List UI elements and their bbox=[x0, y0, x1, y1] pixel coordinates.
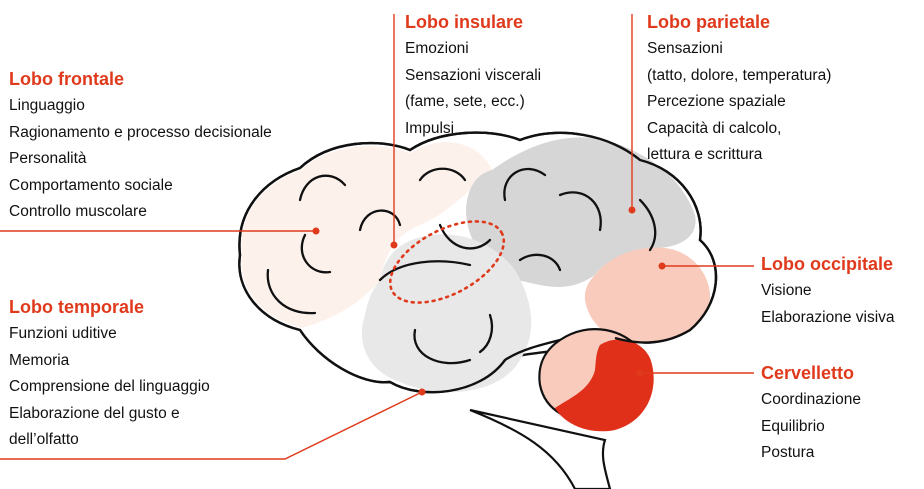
cerebellum-function-item: Coordinazione bbox=[761, 391, 861, 408]
insular-lobe-marker bbox=[388, 220, 506, 304]
frontal-function-item: Comportamento sociale bbox=[9, 176, 173, 194]
leader-lines bbox=[0, 14, 754, 460]
insular-dot bbox=[390, 241, 398, 249]
insular-function-item: (fame, sete, ecc.) bbox=[405, 93, 525, 110]
temporal-lobe-region bbox=[361, 234, 532, 393]
brain-outline-stroke bbox=[238, 131, 718, 344]
temporal-lobe-functions: Funzioni uditive Memoria Comprensione de… bbox=[9, 321, 210, 454]
occipital-lobe-title: Lobo occipitale bbox=[761, 254, 894, 274]
frontal-function-item: Ragionamento e processo decisionale bbox=[9, 123, 272, 141]
gyri-lines bbox=[266, 167, 657, 365]
insular-function-item: Emozioni bbox=[405, 40, 469, 57]
insular-function-item: Impulsi bbox=[405, 119, 455, 137]
temporal-function-item: Funzioni uditive bbox=[9, 325, 117, 342]
frontal-function-item: Controllo muscolare bbox=[9, 203, 147, 220]
insular-lobe-title: Lobo insulare bbox=[405, 12, 524, 32]
cerebellum-block: Cervelletto Coordinazione Equilibrio Pos… bbox=[761, 362, 861, 467]
occipital-function-item: Visione bbox=[761, 282, 812, 299]
parietal-dot bbox=[628, 206, 636, 214]
parietal-function-item: Percezione spaziale bbox=[647, 93, 786, 110]
occipital-lobe-functions: Visione Elaborazione visiva bbox=[761, 278, 895, 331]
frontal-dot bbox=[312, 227, 320, 235]
parietal-lobe-block: Lobo parietale Sensazioni (tatto, dolore… bbox=[647, 11, 831, 169]
occipital-dot bbox=[658, 262, 666, 270]
frontal-lobe-title: Lobo frontale bbox=[9, 69, 124, 89]
parietal-function-item: (tatto, dolore, temperatura) bbox=[647, 66, 832, 84]
temporal-function-item: Comprensione del linguaggio bbox=[9, 378, 210, 395]
occipital-lobe-block: Lobo occipitale Visione Elaborazione vis… bbox=[761, 253, 895, 331]
parietal-lobe-title: Lobo parietale bbox=[647, 12, 771, 32]
parietal-function-item: Sensazioni bbox=[647, 40, 723, 57]
insular-lobe-functions: Emozioni Sensazioni viscerali (fame, set… bbox=[405, 36, 541, 142]
temporal-lobe-block: Lobo temporale Funzioni uditive Memoria … bbox=[9, 296, 210, 454]
cerebellum-functions: Coordinazione Equilibrio Postura bbox=[761, 387, 861, 467]
temporal-function-item: dell’olfatto bbox=[9, 431, 79, 448]
temporal-function-item: Elaborazione del gusto e bbox=[9, 404, 180, 422]
cerebellum-function-item: Postura bbox=[761, 444, 815, 461]
cerebellum-dot bbox=[636, 369, 644, 377]
temporal-lobe-title: Lobo temporale bbox=[9, 297, 145, 317]
insular-lobe-block: Lobo insulare Emozioni Sensazioni viscer… bbox=[405, 11, 541, 142]
parietal-lobe-functions: Sensazioni (tatto, dolore, temperatura) … bbox=[647, 36, 831, 169]
temporal-function-item: Memoria bbox=[9, 351, 70, 369]
occipital-function-item: Elaborazione visiva bbox=[761, 308, 895, 326]
frontal-function-item: Linguaggio bbox=[9, 97, 85, 114]
insular-function-item: Sensazioni viscerali bbox=[405, 66, 542, 84]
frontal-function-item: Personalità bbox=[9, 150, 87, 167]
frontal-lobe-functions: Linguaggio Ragionamento e processo decis… bbox=[9, 93, 272, 226]
frontal-lobe-block: Lobo frontale Linguaggio Ragionamento e … bbox=[9, 68, 272, 226]
occipital-lobe-region bbox=[584, 247, 711, 344]
brain-lower-outline bbox=[238, 254, 561, 394]
leader-dots bbox=[312, 206, 666, 396]
cerebellum-title: Cervelletto bbox=[761, 363, 855, 383]
temporal-leader-line bbox=[0, 391, 423, 460]
temporal-dot bbox=[418, 388, 426, 396]
cerebellum-function-item: Equilibrio bbox=[761, 417, 825, 435]
parietal-function-item: lettura e scrittura bbox=[647, 146, 763, 163]
cerebellum-region bbox=[555, 339, 654, 432]
parietal-function-item: Capacità di calcolo, bbox=[647, 119, 782, 137]
